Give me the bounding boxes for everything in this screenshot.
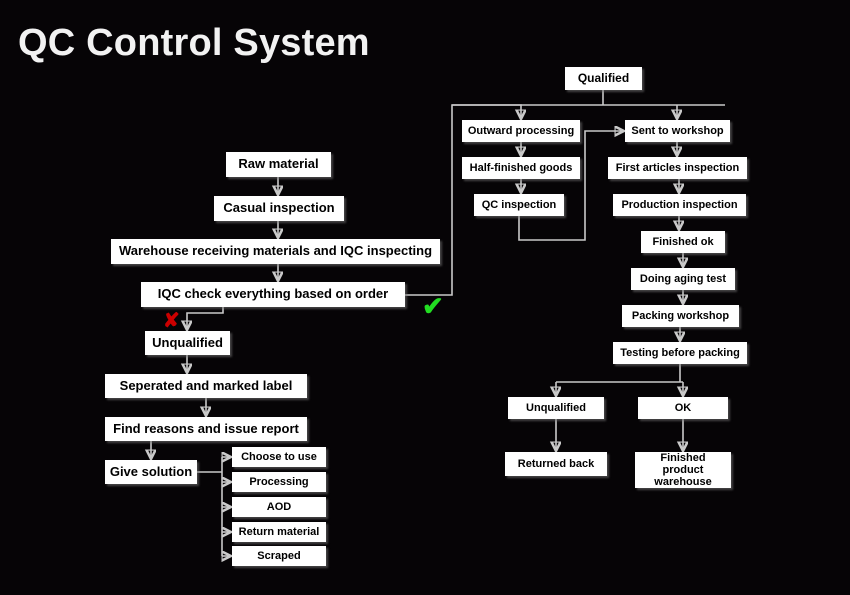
node-scraped[interactable]: Scraped	[232, 546, 326, 566]
node-label: Sent to workshop	[631, 124, 724, 137]
node-give-solution[interactable]: Give solution	[105, 460, 197, 484]
node-packing-workshop[interactable]: Packing workshop	[622, 305, 739, 327]
node-seperated-marked[interactable]: Seperated and marked label	[105, 374, 307, 398]
node-label: Give solution	[109, 463, 193, 479]
node-sent-to-workshop[interactable]: Sent to workshop	[625, 120, 730, 142]
node-aod[interactable]: AOD	[232, 497, 326, 517]
node-label: Production inspection	[621, 198, 738, 211]
node-iqc-check[interactable]: IQC check everything based on order	[141, 282, 405, 307]
node-label: Doing aging test	[639, 272, 727, 285]
page-title: QC Control System	[18, 22, 370, 64]
node-finished-product-warehouse[interactable]: Finished product warehouse	[635, 452, 731, 488]
node-label: OK	[674, 401, 692, 414]
node-testing-before-packing[interactable]: Testing before packing	[613, 342, 747, 364]
node-label: Return material	[238, 525, 320, 538]
node-label: Casual inspection	[223, 200, 335, 216]
node-label: Seperated and marked label	[119, 377, 293, 393]
node-label: Raw material	[238, 156, 319, 172]
node-label: Processing	[249, 475, 309, 488]
node-choose-to-use[interactable]: Choose to use	[232, 447, 326, 467]
node-label: AOD	[266, 500, 292, 513]
node-label: Returned back	[517, 457, 595, 470]
node-first-articles[interactable]: First articles inspection	[608, 157, 747, 179]
node-label: Testing before packing	[620, 346, 740, 359]
node-label: Warehouse receiving materials and IQC in…	[118, 243, 433, 259]
edge-qc-loop-to-workshop	[518, 131, 623, 241]
node-label: IQC check everything based on order	[157, 286, 389, 302]
node-label: Finished product warehouse	[654, 451, 712, 489]
node-label: First articles inspection	[615, 161, 740, 174]
node-production-inspection[interactable]: Production inspection	[613, 194, 746, 216]
node-ok[interactable]: OK	[638, 397, 728, 419]
node-label: Outward processing	[467, 124, 575, 137]
node-return-material[interactable]: Return material	[232, 522, 326, 542]
node-label: Packing workshop	[631, 309, 730, 322]
node-unqualified-right[interactable]: Unqualified	[508, 397, 604, 419]
node-label: Finished ok	[652, 235, 714, 248]
node-qualified[interactable]: Qualified	[565, 67, 642, 90]
node-outward-processing[interactable]: Outward processing	[462, 120, 580, 142]
node-half-finished-goods[interactable]: Half-finished goods	[462, 157, 580, 179]
node-label: Scraped	[257, 549, 301, 562]
node-qc-inspection[interactable]: QC inspection	[474, 194, 564, 216]
node-raw-material[interactable]: Raw material	[226, 152, 331, 177]
node-label: Choose to use	[241, 450, 317, 463]
node-casual-inspection[interactable]: Casual inspection	[214, 196, 344, 221]
node-label: Half-finished goods	[469, 161, 573, 174]
node-processing[interactable]: Processing	[232, 472, 326, 492]
node-label: Find reasons and issue report	[113, 420, 299, 436]
node-label: Unqualified	[526, 401, 586, 414]
node-finished-ok[interactable]: Finished ok	[641, 231, 725, 253]
node-label: Unqualified	[152, 334, 223, 350]
node-unqualified-left[interactable]: Unqualified	[145, 331, 230, 355]
node-warehouse-receiving[interactable]: Warehouse receiving materials and IQC in…	[111, 239, 440, 264]
node-label: Qualified	[577, 70, 630, 85]
green-check-icon: ✔	[422, 291, 444, 321]
node-label: QC inspection	[481, 198, 557, 211]
node-find-reasons[interactable]: Find reasons and issue report	[105, 417, 307, 441]
node-returned-back[interactable]: Returned back	[505, 452, 607, 476]
edge-iqc-to-unqualified	[187, 307, 224, 329]
red-x-icon: ✘	[163, 310, 180, 332]
node-doing-aging-test[interactable]: Doing aging test	[631, 268, 735, 290]
